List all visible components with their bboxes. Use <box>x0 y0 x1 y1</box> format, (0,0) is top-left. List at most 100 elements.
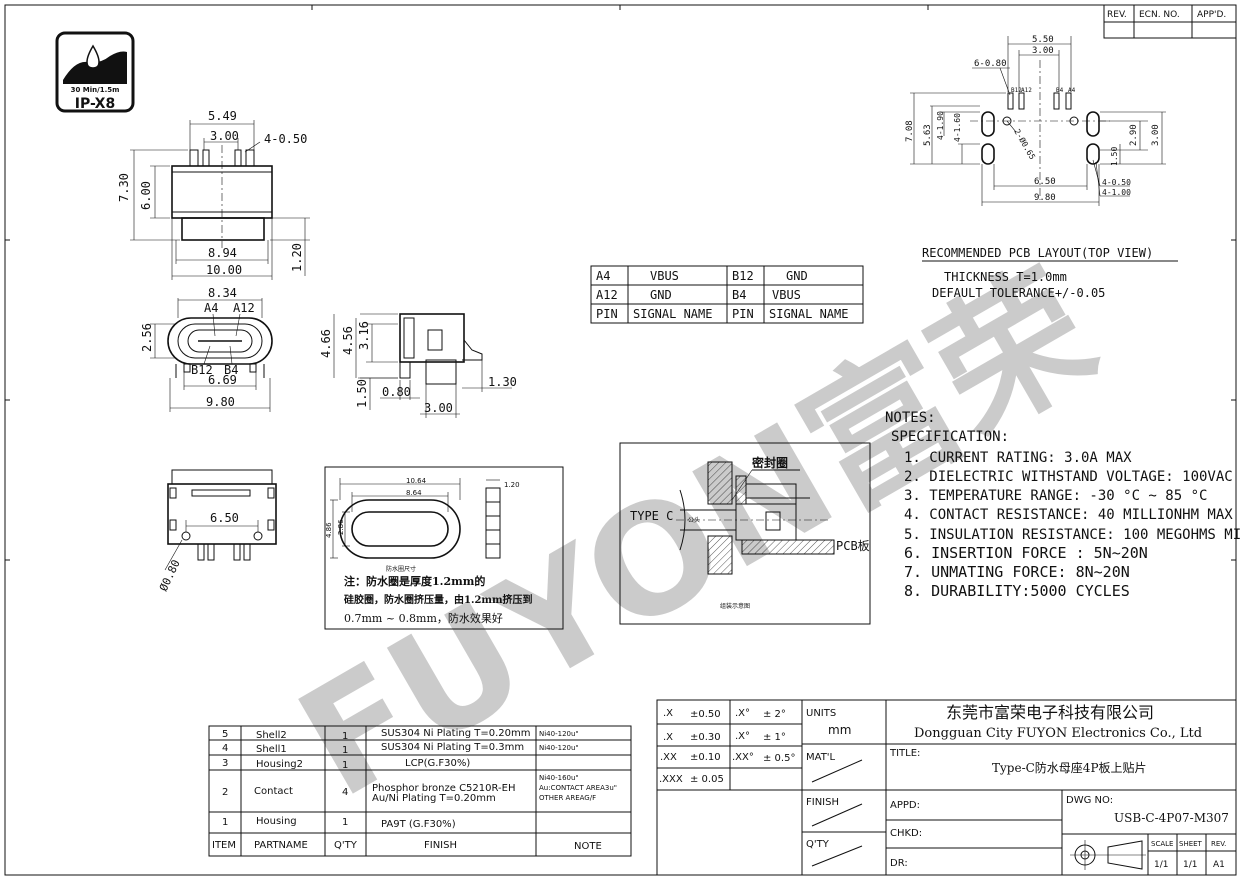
appd-label: APPD: <box>890 800 920 811</box>
pcb-thickness: THICKNESS T=1.0mm <box>944 270 1067 284</box>
gasket-dim-8-64: 8.64 <box>406 489 422 497</box>
pin-cell: B12 <box>732 269 754 283</box>
tol-cell: ±0.30 <box>690 732 721 743</box>
pin-label-b12: B12 <box>191 363 213 377</box>
dim-3-00-side: 3.00 <box>424 401 453 415</box>
note-item: 6. INSERTION FORCE : 5N~20N <box>904 544 1148 562</box>
bom-header: Q'TY <box>334 840 358 851</box>
pcb-dim-7-08: 7.08 <box>905 120 915 142</box>
badge-line2: IP-X8 <box>75 96 115 112</box>
title-block <box>656 699 1237 876</box>
bom-cell: 1 <box>342 760 348 771</box>
dim-0-80: 0.80 <box>382 385 411 399</box>
dim-6-00: 6.00 <box>139 181 153 210</box>
bom-cell: 1 <box>342 817 348 828</box>
assembly-section-box: 密封圈 TYPE C 公头 PCB板 组装示意图 <box>619 442 871 625</box>
chkd-label: CHKD: <box>890 828 922 839</box>
units-label: UNITS <box>806 708 836 719</box>
dim-3-00: 3.00 <box>210 129 239 143</box>
pin-label-b4: B4 <box>224 363 238 377</box>
tol-cell: ±0.50 <box>690 709 721 720</box>
pin-cell: GND <box>650 288 672 302</box>
notes-block: NOTES: SPECIFICATION: 1. CURRENT RATING:… <box>885 410 1241 600</box>
pcb-dim-5-50: 5.50 <box>1032 35 1054 45</box>
bom-cell: SUS304 Ni Plating T=0.3mm <box>381 742 524 753</box>
bom-cell: 5 <box>222 729 228 740</box>
side-view: 4.66 4.56 3.16 0.80 1.50 1.30 3.00 <box>319 313 517 418</box>
pin-cell: VBUS <box>650 269 679 283</box>
pcb-dim-2-d0-65: 2-Ø0.65 <box>1012 127 1038 161</box>
pcb-label: PCB板 <box>836 539 870 553</box>
pcb-pin-a4: A4 <box>1068 87 1076 94</box>
units-value: mm <box>828 723 851 737</box>
pcb-dim-9-80: 9.80 <box>1034 193 1056 203</box>
drawing-title: Type-C防水母座4P板上贴片 <box>992 760 1147 775</box>
dim-6-69: 6.69 <box>208 373 237 387</box>
bottom-view: 6.50 Ø0.80 <box>157 469 277 594</box>
pcb-dim-3-00-right: 3.00 <box>1151 124 1161 146</box>
company-name-en: Dongguan City FUYON Electronics Co., Ltd <box>914 726 1202 741</box>
pin-cell: B4 <box>732 288 746 302</box>
tol-cell: .X° <box>735 708 750 719</box>
gasket-dim-1-20: 1.20 <box>504 481 520 489</box>
bottom-dim-d0-80: Ø0.80 <box>157 558 183 594</box>
dim-1-20: 1.20 <box>290 243 304 272</box>
note-item: 7. UNMATING FORCE: 8N~20N <box>904 563 1130 581</box>
pcb-dim-1-50: 1.50 <box>1110 147 1119 166</box>
qty-label: Q'TY <box>806 839 830 850</box>
tol-cell: ± 2° <box>763 709 786 720</box>
pcb-dim-4-1-60: 4-1.60 <box>953 113 962 142</box>
pcb-dim-4-1-90: 4-1.90 <box>936 111 945 140</box>
note-item: 3. TEMPERATURE RANGE: -30 °C ~ 85 °C <box>904 488 1207 504</box>
title-label: TITLE: <box>889 748 920 759</box>
tol-cell: .X <box>663 732 673 743</box>
bom-cell: 4 <box>222 743 228 754</box>
bom-cell: Au/Ni Plating T=0.20mm <box>372 793 496 804</box>
bom-cell: Shell1 <box>256 744 287 755</box>
bom-cell: 1 <box>222 817 228 828</box>
gasket-note-1: 注：防水圈是厚度1.2mm的 <box>344 574 485 588</box>
receptacle-face-view: 8.34 A4 A12 B12 B4 2.56 6.69 9.80 <box>140 286 273 412</box>
front-view: 5.49 3.00 4-0.50 7.30 6.00 8.94 10.00 1.… <box>117 109 310 280</box>
rev-label: REV. <box>1211 840 1226 848</box>
bom-cell: 3 <box>222 758 228 769</box>
bom-cell: OTHER AREAG/F <box>539 794 596 802</box>
tol-cell: ± 0.05 <box>690 774 724 785</box>
pin-cell: VBUS <box>772 288 801 302</box>
pin-cell: GND <box>786 269 808 283</box>
finish-label: FINISH <box>806 797 839 808</box>
type-c-sub-label: 公头 <box>688 516 700 524</box>
dwg-no-value: USB-C-4P07-M307 <box>1114 811 1229 825</box>
seal-label: 密封圈 <box>752 455 788 470</box>
company-name-cn: 东莞市富荣电子科技有限公司 <box>946 703 1154 722</box>
note-item: 2. DIELECTRIC WITHSTAND VOLTAGE: 100VAC <box>904 469 1233 485</box>
gasket-dim-4-86: 4.86 <box>325 522 333 538</box>
note-item: 5. INSULATION RESISTANCE: 100 MEGOHMS MI… <box>904 527 1241 543</box>
bom-cell: LCP(G.F30%) <box>405 758 470 769</box>
revision-table: REV. ECN. NO. APP'D. <box>1103 4 1237 39</box>
ecn-header: ECN. NO. <box>1139 10 1180 20</box>
note-item: 4. CONTACT RESISTANCE: 40 MILLIONHM MAX <box>904 507 1233 523</box>
bom-cell: PA9T (G.F30%) <box>381 819 456 830</box>
pin-cell: SIGNAL NAME <box>633 307 712 321</box>
spec-heading: SPECIFICATION: <box>891 429 1009 445</box>
pin-signal-table <box>590 265 864 324</box>
dim-3-16: 3.16 <box>357 321 371 350</box>
title-block-text: .X ±0.50 .X° ± 2° .X ±0.30 .X° ± 1° .XX … <box>659 703 1229 870</box>
scale-label: SCALE <box>1151 840 1173 848</box>
matl-label: MAT'L <box>806 752 836 763</box>
note-item: 1. CURRENT RATING: 3.0A MAX <box>904 450 1132 466</box>
badge-line1: 30 Min/1.5m <box>71 86 120 94</box>
bom-cell: Housing <box>256 816 297 827</box>
type-c-label: TYPE C <box>630 509 673 523</box>
gasket-dim-10-64: 10.64 <box>406 477 427 485</box>
dr-label: DR: <box>890 858 908 869</box>
pcb-pin-a12: A12 <box>1021 87 1032 94</box>
bom-table <box>208 725 632 857</box>
pcb-pin-b12: B12 <box>1011 87 1022 94</box>
pcb-dim-4-0-50: 4-0.50 <box>1102 178 1131 187</box>
dim-4-66: 4.66 <box>319 329 333 358</box>
tol-cell: ±0.10 <box>690 752 721 763</box>
pcb-dim-6-0-80: 6-0.80 <box>974 59 1007 69</box>
